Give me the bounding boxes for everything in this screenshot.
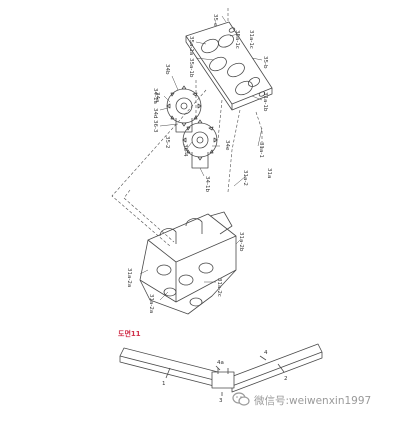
label-35b: 35-b <box>262 56 268 69</box>
gear-upper <box>166 85 202 133</box>
label-31a-1b: 31a-1b <box>262 92 268 112</box>
label-31a: 31a <box>266 168 272 178</box>
reference-labels: 35-e 35a-1c 31a-1c 35a-1a 35-b 35a-1b 31… <box>118 14 288 404</box>
label-4: 4 <box>264 350 268 356</box>
label-34d: 34d <box>152 108 158 119</box>
wechat-icon <box>232 392 250 406</box>
label-34-1b: 34-1b <box>204 176 210 192</box>
label-34e: 34e <box>224 140 230 151</box>
label-35e: 35-e <box>212 14 218 27</box>
label-31a-2c: 31a-2c <box>216 278 222 297</box>
label-35a-1b: 35a-1b <box>188 58 194 78</box>
label-31a-2a: 31a-2a <box>126 268 132 287</box>
figure-title: 도면11 <box>118 329 141 338</box>
label-36-3: 36-3 <box>152 120 158 133</box>
label-3: 3 <box>219 398 223 404</box>
top-plate <box>185 21 273 111</box>
v-assembly <box>119 343 323 396</box>
label-4a: 4a <box>217 360 224 366</box>
label-36-4: 36-4 <box>182 144 188 157</box>
assembly-lines <box>111 8 263 247</box>
label-35-2: 35-2 <box>164 136 170 148</box>
label-31a-1: 31a-1 <box>258 142 264 158</box>
lower-housing <box>139 211 237 315</box>
label-31a-2a-lower: 31a-2a <box>148 294 154 313</box>
label-34b: 34b <box>164 64 170 75</box>
leader-lines <box>139 15 263 301</box>
label-35a-1c: 35a-1c <box>234 30 240 49</box>
label-31a-2: 31a-2 <box>242 170 248 186</box>
label-31a-1c: 31a-1c <box>248 30 254 49</box>
label-35a-1a: 35a-1a <box>188 36 194 55</box>
label-1: 1 <box>162 381 166 387</box>
label-34a: 34a <box>154 92 160 102</box>
watermark-text: 微信号:weiwenxin1997 <box>254 395 372 407</box>
gear-lower <box>182 119 218 169</box>
label-2: 2 <box>284 376 288 382</box>
label-31a-2b: 31a-2b <box>238 232 244 252</box>
label-34-1a: 34-1a <box>152 88 158 104</box>
